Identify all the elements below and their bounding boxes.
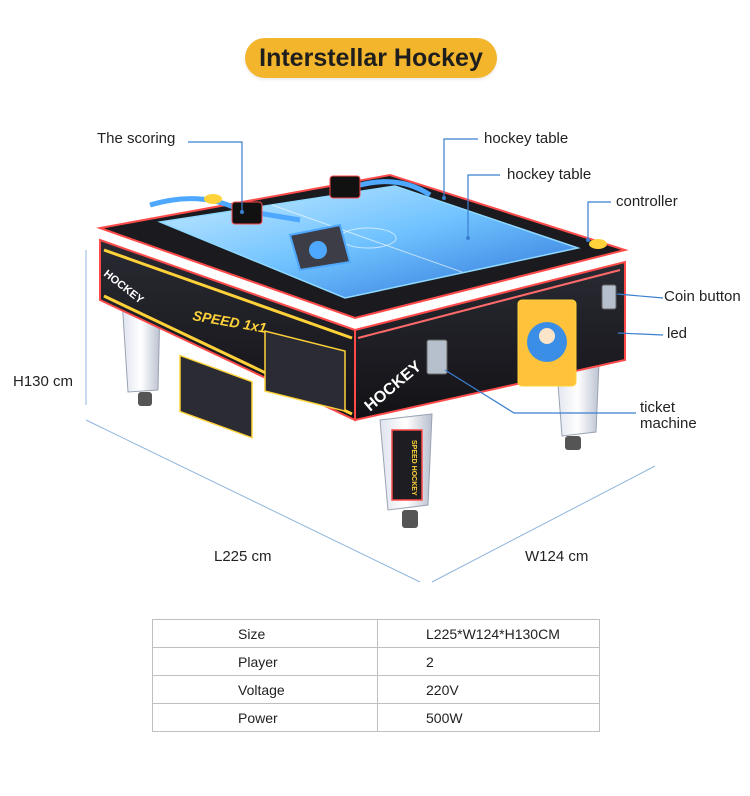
spec-key: Player [152, 647, 378, 676]
dimension-length: L225 cm [214, 548, 272, 565]
spec-value: 220V [377, 675, 600, 704]
table-leg-front [379, 413, 433, 528]
spec-value: 500W [377, 703, 600, 732]
dimension-height: H130 cm [13, 373, 74, 390]
spec-row-power: Power 500W [152, 703, 600, 732]
spec-row-voltage: Voltage 220V [152, 675, 600, 704]
leader-lines [188, 138, 664, 414]
spec-value: L225*W124*H130CM [377, 619, 600, 648]
leader-dots [240, 196, 590, 242]
spec-key: Voltage [152, 675, 378, 704]
dimension-width: W124 cm [525, 548, 589, 565]
callout-hockey-table-1: hockey table [484, 130, 569, 147]
callout-machine: machine [640, 415, 697, 432]
callout-coin-button: Coin button [664, 288, 741, 305]
callout-hockey-table-2: hockey table [507, 166, 592, 183]
spec-value: 2 [377, 647, 600, 676]
dimension-lines [85, 250, 656, 583]
callout-controller: controller [616, 193, 678, 210]
spec-key: Power [152, 703, 378, 732]
table-cabinet [96, 173, 629, 439]
spec-key: Size [152, 619, 378, 648]
spec-table: Size L225*W124*H130CM Player 2 Voltage 2… [152, 619, 600, 732]
title-badge: Interstellar Hockey [245, 38, 497, 78]
callout-led: led [667, 325, 688, 342]
spec-row-size: Size L225*W124*H130CM [152, 619, 600, 648]
spec-row-player: Player 2 [152, 647, 600, 676]
page-title: Interstellar Hockey [259, 43, 483, 72]
callout-ticket: ticket [640, 399, 676, 416]
leg-text: SPEED HOCKEY [410, 440, 417, 496]
callout-scoring: The scoring [97, 130, 176, 147]
